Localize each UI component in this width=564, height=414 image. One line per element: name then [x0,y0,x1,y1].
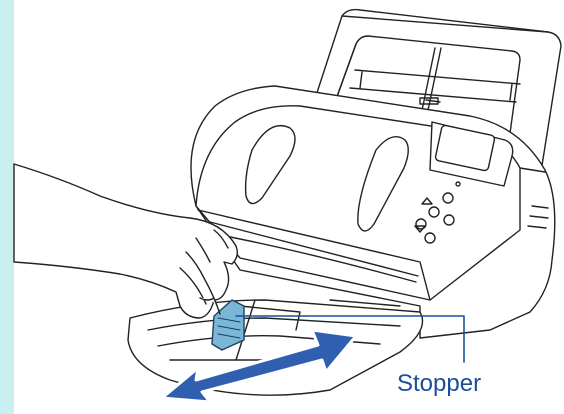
stacker-tray [128,300,423,395]
stopper-label: Stopper [397,370,481,398]
